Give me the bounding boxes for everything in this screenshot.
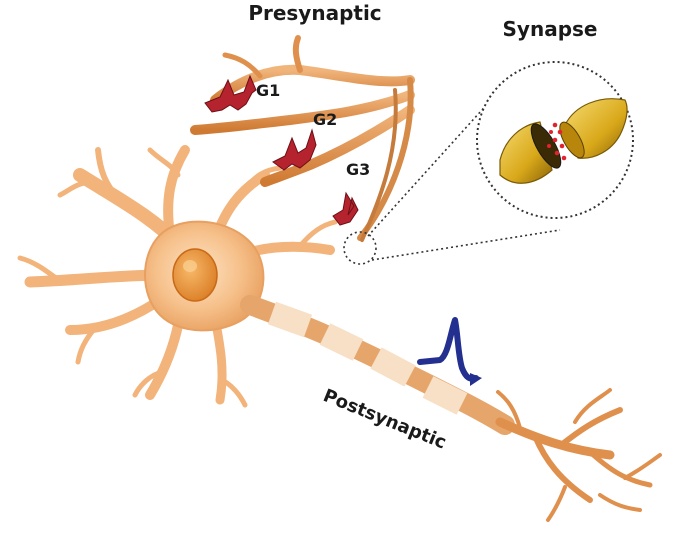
label-g3: G3 — [346, 160, 370, 179]
axon — [240, 295, 515, 435]
spike-g1 — [204, 74, 257, 113]
blue-action-potential-icon — [417, 317, 479, 382]
postsynaptic-neuron — [17, 145, 662, 522]
vesicles — [547, 122, 567, 161]
zoom-lines — [367, 89, 561, 261]
presynaptic-axons — [190, 35, 415, 242]
myelin-sheaths — [267, 301, 468, 415]
label-g1: G1 — [256, 81, 280, 100]
label-presynaptic: Presynaptic — [248, 1, 381, 25]
label-synapse: Synapse — [503, 17, 598, 41]
spike-g3 — [332, 191, 359, 226]
nucleus — [172, 248, 218, 302]
synapse-closeup-icon — [476, 61, 634, 219]
synapse-site-marker — [343, 231, 377, 265]
label-g2: G2 — [313, 110, 337, 129]
spike-g2 — [272, 128, 317, 171]
axon-terminals — [495, 388, 662, 522]
red-spike-train-icon — [204, 74, 359, 226]
